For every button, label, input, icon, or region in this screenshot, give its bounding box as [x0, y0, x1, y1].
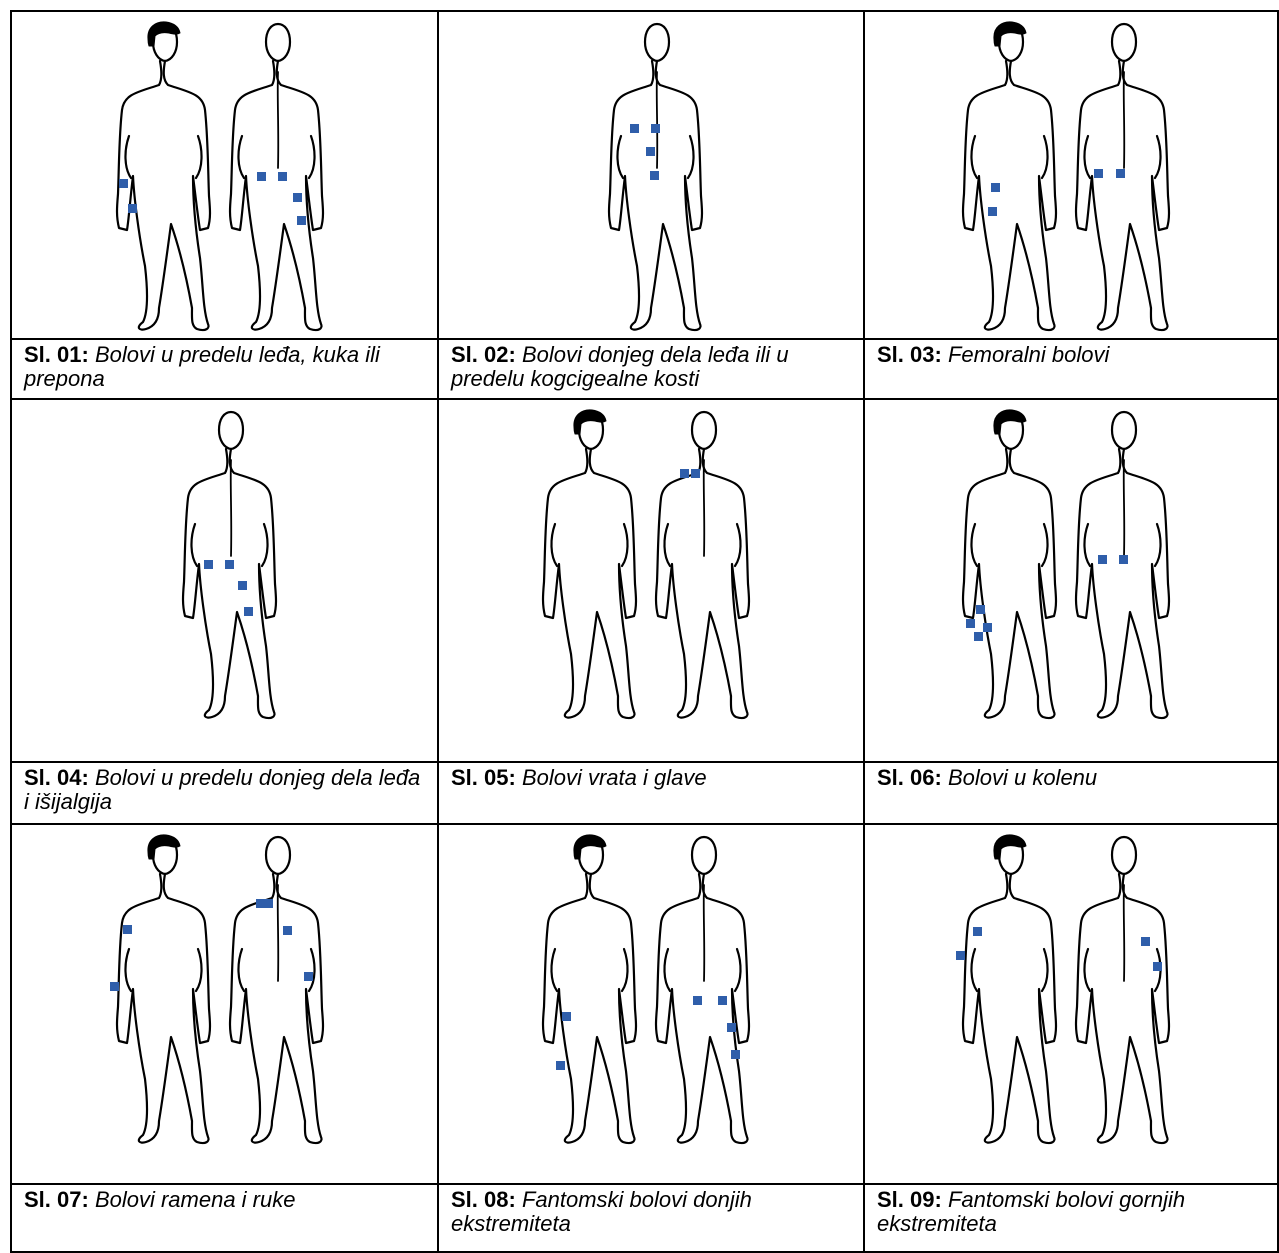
figure-05-caption: Sl. 05: Bolovi vrata i glave	[437, 761, 863, 823]
figure-04-caption: Sl. 04: Bolovi u predelu donjeg dela leđ…	[10, 761, 437, 823]
figure-07-illustration	[10, 823, 437, 1183]
pain-point-marker	[988, 207, 997, 216]
pain-point-marker	[562, 1012, 571, 1021]
back-body-outline	[211, 18, 333, 338]
figure-06-number: Sl. 06:	[877, 765, 942, 790]
pain-point-marker	[297, 216, 306, 225]
pain-point-marker	[1153, 962, 1162, 971]
pain-point-marker	[1119, 555, 1128, 564]
figure-02-caption: Sl. 02: Bolovi donjeg dela leđa ili u pr…	[437, 338, 863, 398]
front-body-outline	[105, 18, 227, 338]
figure-04-number: Sl. 04:	[24, 765, 89, 790]
pain-point-marker	[1098, 555, 1107, 564]
figure-07-number: Sl. 07:	[24, 1187, 89, 1212]
pain-point-marker	[1141, 937, 1150, 946]
figure-03-caption: Sl. 03: Femoralni bolovi	[863, 338, 1279, 398]
pain-point-marker	[278, 172, 287, 181]
figure-09-caption: Sl. 09: Fantomski bolovi gornjih ekstrem…	[863, 1183, 1279, 1253]
figure-03-text: Femoralni bolovi	[948, 342, 1109, 367]
pain-point-marker	[256, 899, 265, 908]
pain-point-marker	[718, 996, 727, 1005]
figure-01-caption: Sl. 01: Bolovi u predelu leđa, kuka ili …	[10, 338, 437, 398]
pain-point-marker	[204, 560, 213, 569]
pain-point-marker	[651, 124, 660, 133]
pain-point-marker	[727, 1023, 736, 1032]
figure-05-illustration	[437, 398, 863, 761]
figure-01-illustration	[10, 10, 437, 338]
pain-point-marker	[238, 581, 247, 590]
figure-09-number: Sl. 09:	[877, 1187, 942, 1212]
back-body-outline	[590, 18, 712, 338]
figure-03-number: Sl. 03:	[877, 342, 942, 367]
figure-08-number: Sl. 08:	[451, 1187, 516, 1212]
pain-point-marker	[283, 926, 292, 935]
pain-point-marker	[293, 193, 302, 202]
pain-point-marker	[225, 560, 234, 569]
pain-point-marker	[556, 1061, 565, 1070]
back-body-outline	[1057, 831, 1179, 1156]
back-body-outline	[164, 406, 286, 731]
front-body-outline	[951, 831, 1073, 1156]
pain-point-marker	[976, 605, 985, 614]
pain-point-marker	[244, 607, 253, 616]
figure-07-text: Bolovi ramena i ruke	[95, 1187, 296, 1212]
pain-point-marker	[680, 469, 689, 478]
front-body-outline	[531, 406, 653, 731]
pain-point-marker	[123, 925, 132, 934]
front-body-outline	[951, 406, 1073, 731]
figure-01-number: Sl. 01:	[24, 342, 89, 367]
pain-point-marker	[128, 204, 137, 213]
figure-02-number: Sl. 02:	[451, 342, 516, 367]
front-body-outline	[531, 831, 653, 1156]
pain-point-marker	[650, 171, 659, 180]
figure-05-number: Sl. 05:	[451, 765, 516, 790]
figure-06-illustration	[863, 398, 1279, 761]
back-body-outline	[637, 406, 759, 731]
figure-06-text: Bolovi u kolenu	[948, 765, 1097, 790]
figure-08-caption: Sl. 08: Fantomski bolovi donjih ekstremi…	[437, 1183, 863, 1253]
pain-point-marker	[991, 183, 1000, 192]
figure-08-illustration	[437, 823, 863, 1183]
pain-point-marker	[956, 951, 965, 960]
figure-05-text: Bolovi vrata i glave	[522, 765, 707, 790]
figure-02-illustration	[437, 10, 863, 338]
pain-point-marker	[257, 172, 266, 181]
front-body-outline	[105, 831, 227, 1156]
back-body-outline	[211, 831, 333, 1156]
pain-point-marker	[693, 996, 702, 1005]
pain-point-marker	[304, 972, 313, 981]
pain-point-marker	[974, 632, 983, 641]
back-body-outline	[1057, 406, 1179, 731]
back-body-outline	[1057, 18, 1179, 338]
pain-point-marker	[966, 619, 975, 628]
back-body-outline	[637, 831, 759, 1156]
figure-06-caption: Sl. 06: Bolovi u kolenu	[863, 761, 1279, 823]
pain-point-marker	[691, 469, 700, 478]
pain-point-marker	[973, 927, 982, 936]
figure-07-caption: Sl. 07: Bolovi ramena i ruke	[10, 1183, 437, 1253]
pain-point-marker	[119, 179, 128, 188]
pain-point-marker	[731, 1050, 740, 1059]
pain-point-marker	[630, 124, 639, 133]
figure-grid: Sl. 01: Bolovi u predelu leđa, kuka ili …	[10, 10, 1279, 1253]
pain-point-marker	[1116, 169, 1125, 178]
front-body-outline	[951, 18, 1073, 338]
pain-point-marker	[646, 147, 655, 156]
figure-09-illustration	[863, 823, 1279, 1183]
pain-point-marker	[264, 899, 273, 908]
figure-03-illustration	[863, 10, 1279, 338]
figure-04-illustration	[10, 398, 437, 761]
pain-point-marker	[983, 623, 992, 632]
pain-point-marker	[1094, 169, 1103, 178]
pain-point-marker	[110, 982, 119, 991]
